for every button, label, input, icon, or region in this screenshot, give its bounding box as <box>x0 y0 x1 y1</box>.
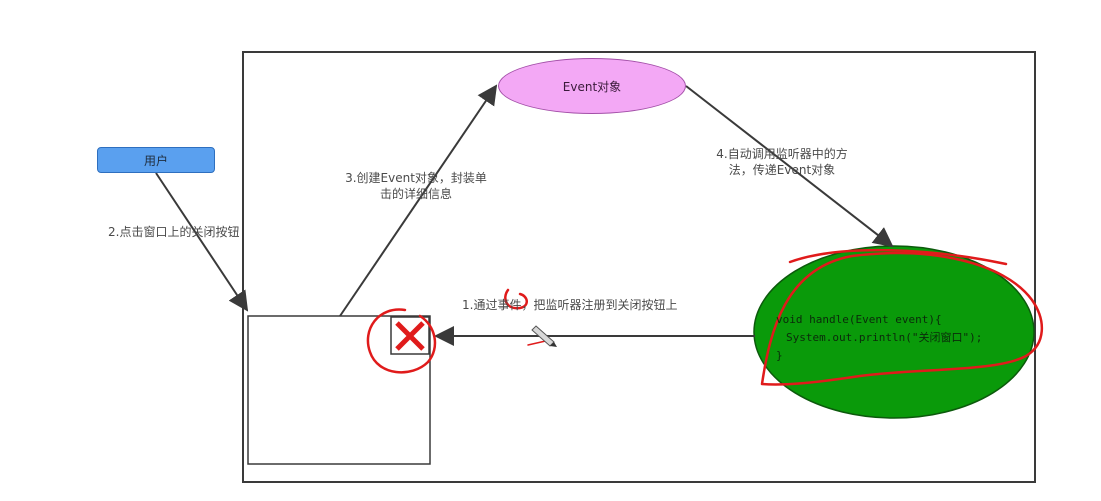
arrow-user-to-window <box>155 172 249 312</box>
step3-line1: 3.创建Event对象，封装单 <box>345 171 487 185</box>
pen-cursor-icon <box>531 325 557 347</box>
red-annotation-marks <box>366 248 1044 386</box>
step3-label: 3.创建Event对象，封装单 击的详细信息 <box>328 170 504 202</box>
arrow-event-to-listener <box>685 85 894 248</box>
step3-line2: 击的详细信息 <box>379 187 452 201</box>
step1-label: 1.通过事件，把监听器注册到关闭按钮上 <box>462 298 678 312</box>
step4-line1: 4.自动调用监听器中的方 <box>716 147 848 161</box>
listener-code-line2: System.out.println("关闭窗口"); <box>786 331 983 344</box>
step4-label: 4.自动调用监听器中的方 法，传递Event对象 <box>694 146 870 178</box>
event-object-node: Event对象 <box>498 58 686 114</box>
user-node-label: 用户 <box>143 153 168 168</box>
outer-frame <box>242 51 1036 483</box>
arrow-window-to-event <box>339 84 498 317</box>
step4-line2: 法，传递Event对象 <box>728 163 836 177</box>
step2-label: 2.点击窗口上的关闭按钮 <box>108 225 240 239</box>
close-button[interactable] <box>390 316 430 355</box>
listener-code-line1: void handle(Event event){ <box>776 313 942 326</box>
listener-node <box>753 245 1035 419</box>
listener-code-line3: } <box>776 349 783 362</box>
event-object-label: Event对象 <box>562 79 622 94</box>
user-node: 用户 <box>97 147 215 173</box>
